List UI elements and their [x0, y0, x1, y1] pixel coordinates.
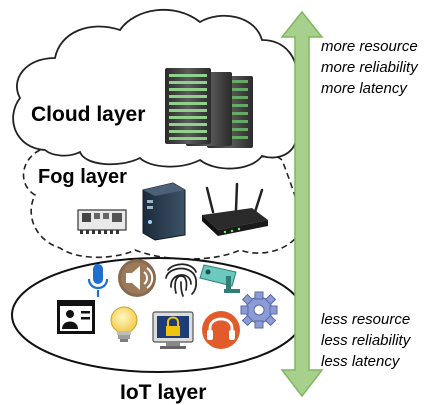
lock-monitor-icon	[152, 311, 194, 349]
speaker-icon	[118, 259, 156, 297]
wireless-router-icon	[202, 182, 268, 236]
headphones-icon	[202, 311, 240, 349]
tower-computer-icon	[142, 182, 186, 241]
cloud-layer-label: Cloud layer	[31, 103, 145, 126]
arrow-top-label-3: more latency	[321, 80, 408, 97]
fog-layer-label: Fog layer	[38, 166, 127, 188]
arrow-bottom-label-3: less latency	[321, 353, 401, 370]
arrow-bottom-label-2: less reliability	[321, 332, 412, 349]
gear-icon	[240, 291, 278, 329]
cloud-layer-shape	[12, 8, 309, 170]
resource-arrow	[280, 10, 324, 398]
arrow-top-label-1: more resource	[321, 38, 418, 55]
server-rack-icon	[165, 68, 253, 148]
microphone-icon	[87, 264, 109, 297]
arrow-bottom-label-1: less resource	[321, 311, 410, 328]
cctv-camera-icon	[199, 264, 240, 293]
iot-layer-label: IoT layer	[120, 381, 206, 404]
arrow-top-label-2: more reliability	[321, 59, 419, 76]
fingerprint-icon	[165, 263, 198, 297]
network-card-icon	[77, 209, 127, 234]
light-bulb-icon	[110, 306, 138, 342]
contact-card-icon	[57, 300, 95, 334]
